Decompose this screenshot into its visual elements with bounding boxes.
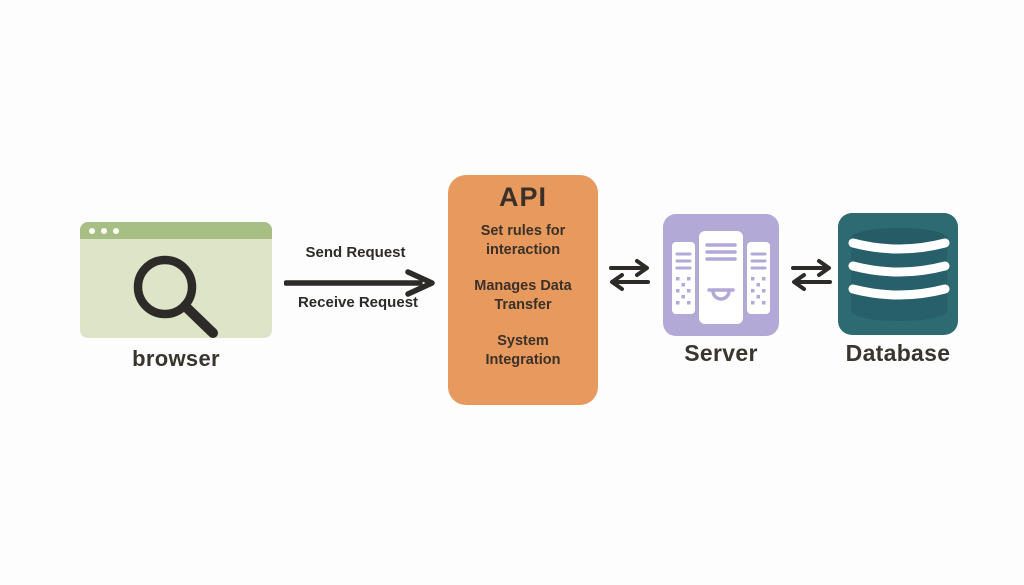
server-label: Server [684,340,758,366]
api-item-system-integration: System Integration [485,333,561,368]
window-dot-icon [113,227,119,234]
database-cylinder-icon [838,213,958,335]
api-item-manages-data: Manages Data Transfer [474,278,572,313]
browser-node [80,222,272,338]
send-request-label: Send Request [305,244,406,261]
browser-titlebar [80,222,272,239]
window-dot-icon [89,227,95,234]
magnifier-icon [133,255,218,338]
receive-request-label: Receive Request [297,294,419,311]
browser-label: browser [132,346,220,371]
api-node: API Set rules for interaction Manages Da… [448,175,598,405]
bidirectional-arrows-icon [791,259,832,291]
api-item-set-rules: Set rules for interaction [480,223,566,258]
database-label: Database [845,340,951,366]
bidirectional-arrows-icon [609,259,650,291]
right-arrow-icon [284,269,435,297]
window-dot-icon [101,227,107,234]
api-title: API [498,182,547,212]
server-racks-icon [663,214,779,336]
